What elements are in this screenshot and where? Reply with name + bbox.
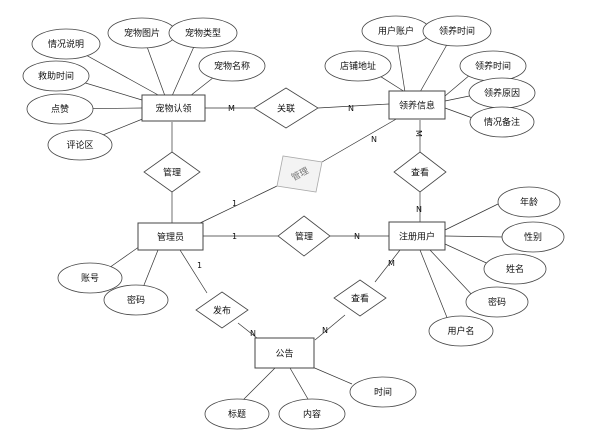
attr-like: 点赞 — [26, 93, 94, 125]
attr-like-label: 点赞 — [51, 103, 69, 115]
relation-manage-info: 管理 — [276, 155, 323, 193]
card-link-m: M — [228, 104, 235, 113]
attr-shop-address: 店铺地址 — [324, 50, 392, 82]
relation-manage-pet: 管理 — [143, 151, 201, 193]
attr-adopt-time-a-label: 领养时间 — [439, 25, 475, 37]
attr-situation-note: 情况说明 — [31, 28, 101, 60]
attr-adopt-time-a: 领养时间 — [422, 15, 492, 47]
attr-name: 姓名 — [483, 253, 547, 285]
relation-publish: 发布 — [195, 291, 249, 329]
attr-user-account: 用户账户 — [361, 15, 431, 47]
card-manage-info-n: N — [371, 135, 377, 144]
entity-admin-label: 管理员 — [157, 231, 184, 243]
attr-content-label: 内容 — [303, 408, 321, 420]
attr-situation-remark-label: 情况备注 — [484, 116, 520, 128]
attr-shop-address-label: 店铺地址 — [340, 60, 376, 72]
attr-title-label: 标题 — [228, 408, 246, 420]
attr-pet-name-label: 宠物名称 — [214, 60, 250, 72]
card-view-info-n: N — [416, 205, 422, 214]
relation-view-notice-label: 查看 — [351, 293, 369, 305]
entity-pet-adoption-label: 宠物认领 — [155, 103, 191, 115]
attr-admin-password-label: 密码 — [127, 294, 145, 306]
attr-situation-note-label: 情况说明 — [48, 38, 84, 50]
entity-admin: 管理员 — [137, 222, 204, 251]
card-view-notice-n: N — [322, 326, 328, 335]
relation-publish-label: 发布 — [213, 305, 231, 317]
relation-manage-user-label: 管理 — [295, 231, 313, 243]
attr-name-label: 姓名 — [506, 263, 524, 275]
attr-comments-label: 评论区 — [66, 139, 93, 151]
attr-title: 标题 — [204, 398, 270, 430]
entity-pet-adoption: 宠物认领 — [141, 94, 206, 122]
card-publish-1: 1 — [197, 261, 202, 270]
card-view-notice-m: M — [388, 259, 395, 268]
cardinality-labels: M N 1 N 1 N M N 1 N M N — [197, 104, 423, 338]
card-link-n: N — [348, 104, 354, 113]
relation-view-notice: 查看 — [333, 279, 387, 317]
attr-user-account-label: 用户账户 — [378, 25, 414, 37]
attr-adopt-time-b: 领养时间 — [459, 50, 527, 82]
attr-adopt-time-b-label: 领养时间 — [475, 60, 511, 72]
attr-user-password-label: 密码 — [488, 296, 506, 308]
entity-adoption-info-label: 领养信息 — [399, 100, 435, 112]
attr-comments: 评论区 — [47, 129, 113, 161]
attr-user-password: 密码 — [465, 286, 529, 318]
relation-view-info: 查看 — [393, 151, 447, 193]
relation-manage-user: 管理 — [277, 215, 331, 257]
relation-manage-pet-label: 管理 — [163, 167, 181, 179]
attr-content: 内容 — [278, 398, 346, 430]
attr-pet-photo: 宠物图片 — [107, 17, 177, 49]
attr-pet-photo-label: 宠物图片 — [124, 27, 160, 39]
card-publish-n: N — [250, 329, 256, 338]
relation-link: 关联 — [253, 87, 319, 129]
attr-rescue-time-label: 救助时间 — [38, 70, 74, 82]
attr-rescue-time: 救助时间 — [22, 60, 90, 92]
attr-time: 时间 — [349, 376, 417, 408]
card-manage-info-1: 1 — [232, 199, 237, 208]
card-manage-user-n: N — [354, 232, 360, 241]
attr-pet-name: 宠物名称 — [198, 50, 266, 82]
attr-account-label: 账号 — [81, 273, 99, 284]
card-view-info-m: M — [414, 130, 423, 137]
relation-view-info-label: 查看 — [411, 167, 429, 179]
attr-username-label: 用户名 — [447, 325, 474, 337]
card-manage-user-1: 1 — [232, 232, 237, 241]
attr-adopt-reason: 领养原因 — [468, 77, 536, 109]
entity-user: 注册用户 — [388, 221, 446, 251]
attr-username: 用户名 — [428, 315, 494, 347]
attr-adopt-reason-label: 领养原因 — [484, 87, 520, 99]
attr-account: 账号 — [57, 262, 123, 294]
entity-notice: 公告 — [254, 337, 315, 369]
entity-user-label: 注册用户 — [399, 231, 435, 243]
entity-notice-label: 公告 — [275, 348, 293, 360]
attr-situation-remark: 情况备注 — [469, 106, 535, 138]
attr-age: 年龄 — [497, 186, 561, 218]
attr-admin-password: 密码 — [103, 284, 169, 316]
attr-pet-type: 宠物类型 — [168, 17, 238, 49]
attr-gender-label: 性别 — [524, 231, 542, 243]
attr-pet-type-label: 宠物类型 — [185, 27, 221, 39]
entity-adoption-info: 领养信息 — [388, 90, 446, 120]
relation-link-label: 关联 — [277, 103, 295, 115]
attr-age-label: 年龄 — [520, 196, 538, 208]
attr-time-label: 时间 — [374, 386, 392, 398]
attr-gender: 性别 — [501, 221, 565, 253]
